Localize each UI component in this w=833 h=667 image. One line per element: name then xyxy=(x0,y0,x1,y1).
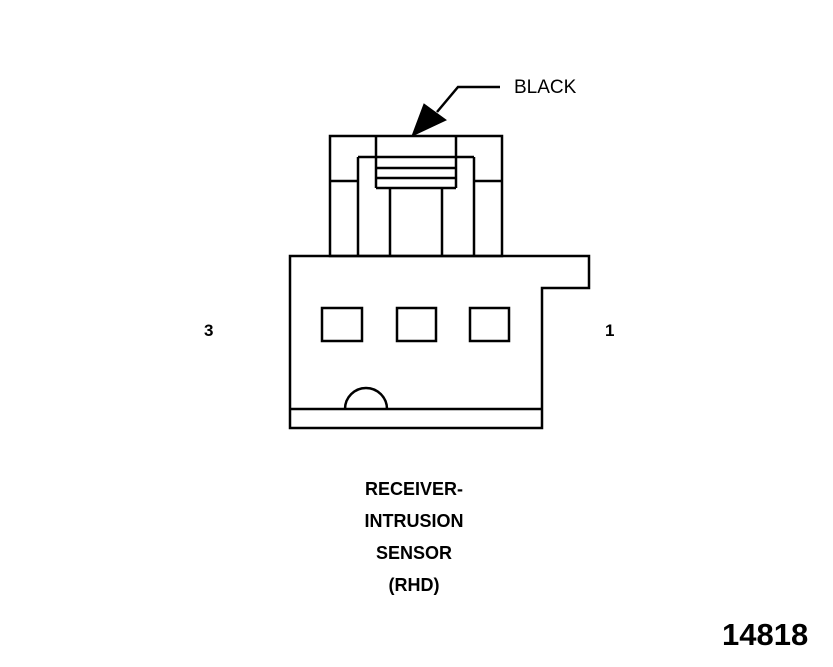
terminal-cavity xyxy=(320,306,364,343)
pin-number-right: 1 xyxy=(605,321,615,340)
figure-id: 14818 xyxy=(722,617,809,652)
connector-name-line: RECEIVER- xyxy=(364,479,463,499)
terminal-cavity xyxy=(468,306,511,343)
connector-name-line: SENSOR xyxy=(375,543,453,563)
color-leader-arrow xyxy=(411,85,500,137)
connector-latch xyxy=(356,136,476,256)
connector-name-line: INTRUSION xyxy=(364,511,464,531)
connector-color-label: BLACK xyxy=(514,77,577,98)
pin-number-left: 3 xyxy=(204,321,214,340)
connector-lock-housing xyxy=(328,134,504,258)
terminal-cavity xyxy=(395,306,438,343)
connector-name-line: (RHD) xyxy=(388,575,440,595)
connector-name: RECEIVER- INTRUSION SENSOR (RHD) xyxy=(314,473,514,601)
connector-body xyxy=(288,254,591,430)
polarizing-key xyxy=(343,386,389,410)
